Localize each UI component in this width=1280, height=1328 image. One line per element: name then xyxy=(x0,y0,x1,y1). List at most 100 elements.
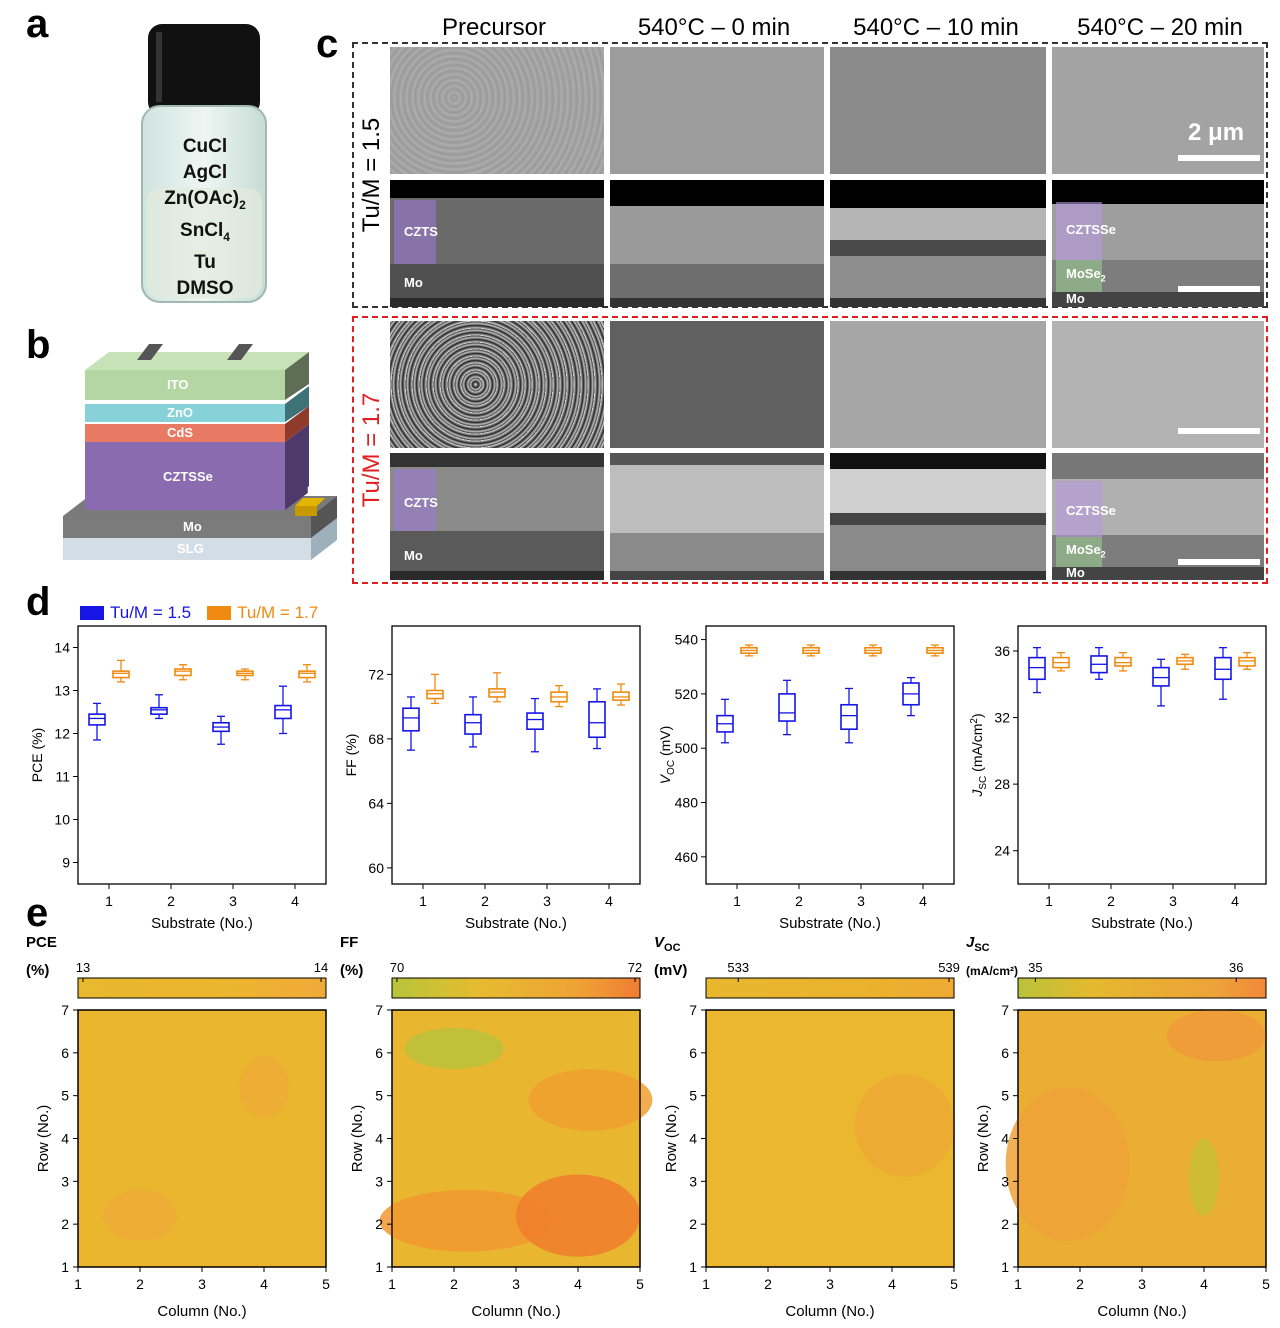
y-tick-label: 28 xyxy=(994,776,1010,792)
y-tick-label: 68 xyxy=(368,731,384,747)
vial-line-6: DMSO xyxy=(176,277,234,299)
box-body xyxy=(1028,656,1046,681)
y-tick-label: 1 xyxy=(1001,1259,1009,1275)
box-tu15-2 xyxy=(464,696,482,748)
colorbar-tick-label: 533 xyxy=(727,960,749,975)
box-body xyxy=(840,703,858,731)
heatmap-title: JSC xyxy=(966,934,990,954)
box-body xyxy=(612,691,630,701)
y-tick-label: 64 xyxy=(368,795,384,811)
y-tick-label: 13 xyxy=(54,683,70,699)
x-axis-label: Substrate (No.) xyxy=(1091,915,1193,932)
layer-label-mo-4: Mo xyxy=(1066,565,1085,580)
box-body xyxy=(150,706,168,715)
y-tick-label: 2 xyxy=(1001,1216,1009,1232)
box-body xyxy=(174,668,192,677)
colorbar-tick-label: 36 xyxy=(1229,960,1243,975)
heatmap-feature xyxy=(528,1069,653,1131)
y-tick-label: 14 xyxy=(54,640,70,656)
vial-line-1: CuCl xyxy=(182,136,228,157)
sem-tu15-precursor-top xyxy=(390,47,604,174)
x-tick-label: 2 xyxy=(764,1276,772,1292)
box-tu15-1 xyxy=(1028,646,1046,694)
x-tick-label: 1 xyxy=(74,1276,82,1292)
colorbar xyxy=(77,977,327,999)
colorbar-tick-label: 72 xyxy=(628,960,642,975)
box-tu17-1 xyxy=(1052,651,1070,672)
colorbar-tick-label: 13 xyxy=(76,960,90,975)
box-body xyxy=(298,670,316,679)
sem-tu17-20min-top xyxy=(1052,321,1264,448)
box-body xyxy=(464,713,482,735)
box-tu17-3 xyxy=(1176,653,1194,670)
x-tick-label: 2 xyxy=(795,893,803,909)
heatmap-feature xyxy=(516,1174,640,1257)
box-tu17-1 xyxy=(112,659,130,683)
heatmap-unit: (mA/cm²) xyxy=(966,964,1018,978)
panel-letter-b: b xyxy=(26,323,51,367)
box-body xyxy=(426,689,444,700)
y-tick-label: 6 xyxy=(375,1045,383,1061)
sem-tu15-20min-cross: CZTSSe MoSe2 Mo xyxy=(1052,180,1264,307)
heatmap-feature xyxy=(1005,1087,1130,1242)
heatmap-unit: (mV) xyxy=(654,962,687,979)
heatmap-unit: (%) xyxy=(340,962,363,979)
box-tu17-4 xyxy=(1238,651,1256,670)
box-tu17-3 xyxy=(864,644,882,657)
x-tick-label: 1 xyxy=(105,893,113,909)
layer-label-in: In xyxy=(307,484,318,498)
plot-frame xyxy=(391,625,641,885)
layer-label-cztsse-2: CZTSSe xyxy=(1066,503,1116,518)
x-axis-label: Column (No.) xyxy=(471,1303,560,1320)
box-body xyxy=(1238,656,1256,667)
vial-composition: CuCl AgCl Zn(OAc)2 SnCl4 Tu DMSO xyxy=(140,134,270,302)
x-tick-label: 2 xyxy=(481,893,489,909)
x-axis-label: Substrate (No.) xyxy=(779,915,881,932)
y-tick-label: 1 xyxy=(375,1259,383,1275)
x-tick-label: 2 xyxy=(167,893,175,909)
sem-tu15-precursor-cross: CZTS Mo xyxy=(390,180,604,307)
y-tick-label: 11 xyxy=(55,769,70,785)
heatmap-feature xyxy=(239,1056,289,1118)
box-tu17-4 xyxy=(926,644,944,657)
x-tick-label: 5 xyxy=(636,1276,644,1292)
legend-swatch-orange xyxy=(207,606,232,620)
x-tick-label: 4 xyxy=(919,893,927,909)
scale-bar-2 xyxy=(1178,428,1260,434)
y-tick-label: 480 xyxy=(675,795,699,811)
scale-bar-cross-1 xyxy=(1178,286,1260,292)
sem-frame-tu17 xyxy=(352,316,1268,584)
box-tu17-4 xyxy=(298,664,316,683)
x-tick-label: 3 xyxy=(198,1276,206,1292)
y-tick-label: 520 xyxy=(675,686,699,702)
panel-letter-e: e xyxy=(26,891,49,935)
box-body xyxy=(778,693,796,722)
x-tick-label: 1 xyxy=(702,1276,710,1292)
x-tick-label: 3 xyxy=(1138,1276,1146,1292)
box-body xyxy=(112,670,130,679)
y-tick-label: 72 xyxy=(368,666,384,682)
y-tick-label: 2 xyxy=(375,1216,383,1232)
colorbar-tick-label: 70 xyxy=(390,960,404,975)
legend-label-15: Tu/M = 1.5 xyxy=(110,603,192,622)
y-axis-label: FF (%) xyxy=(343,734,359,777)
layer-label-mo: Mo xyxy=(183,519,202,534)
vial-line-4: SnCl4 xyxy=(180,219,230,244)
y-tick-label: 10 xyxy=(54,812,70,828)
x-tick-label: 2 xyxy=(450,1276,458,1292)
x-tick-label: 4 xyxy=(1231,893,1239,909)
panel-letter-d: d xyxy=(26,580,51,624)
vial-photo: CuCl AgCl Zn(OAc)2 SnCl4 Tu DMSO xyxy=(140,18,270,306)
box-body xyxy=(526,712,544,730)
y-tick-label: 32 xyxy=(994,710,1010,726)
sem-tu15-10min-cross xyxy=(830,180,1046,307)
box-tu17-1 xyxy=(426,673,444,705)
y-tick-label: 5 xyxy=(689,1088,697,1104)
y-tick-label: 540 xyxy=(675,632,699,648)
colorbar-tick-label: 35 xyxy=(1028,960,1042,975)
y-tick-label: 6 xyxy=(61,1045,69,1061)
x-tick-label: 3 xyxy=(1169,893,1177,909)
